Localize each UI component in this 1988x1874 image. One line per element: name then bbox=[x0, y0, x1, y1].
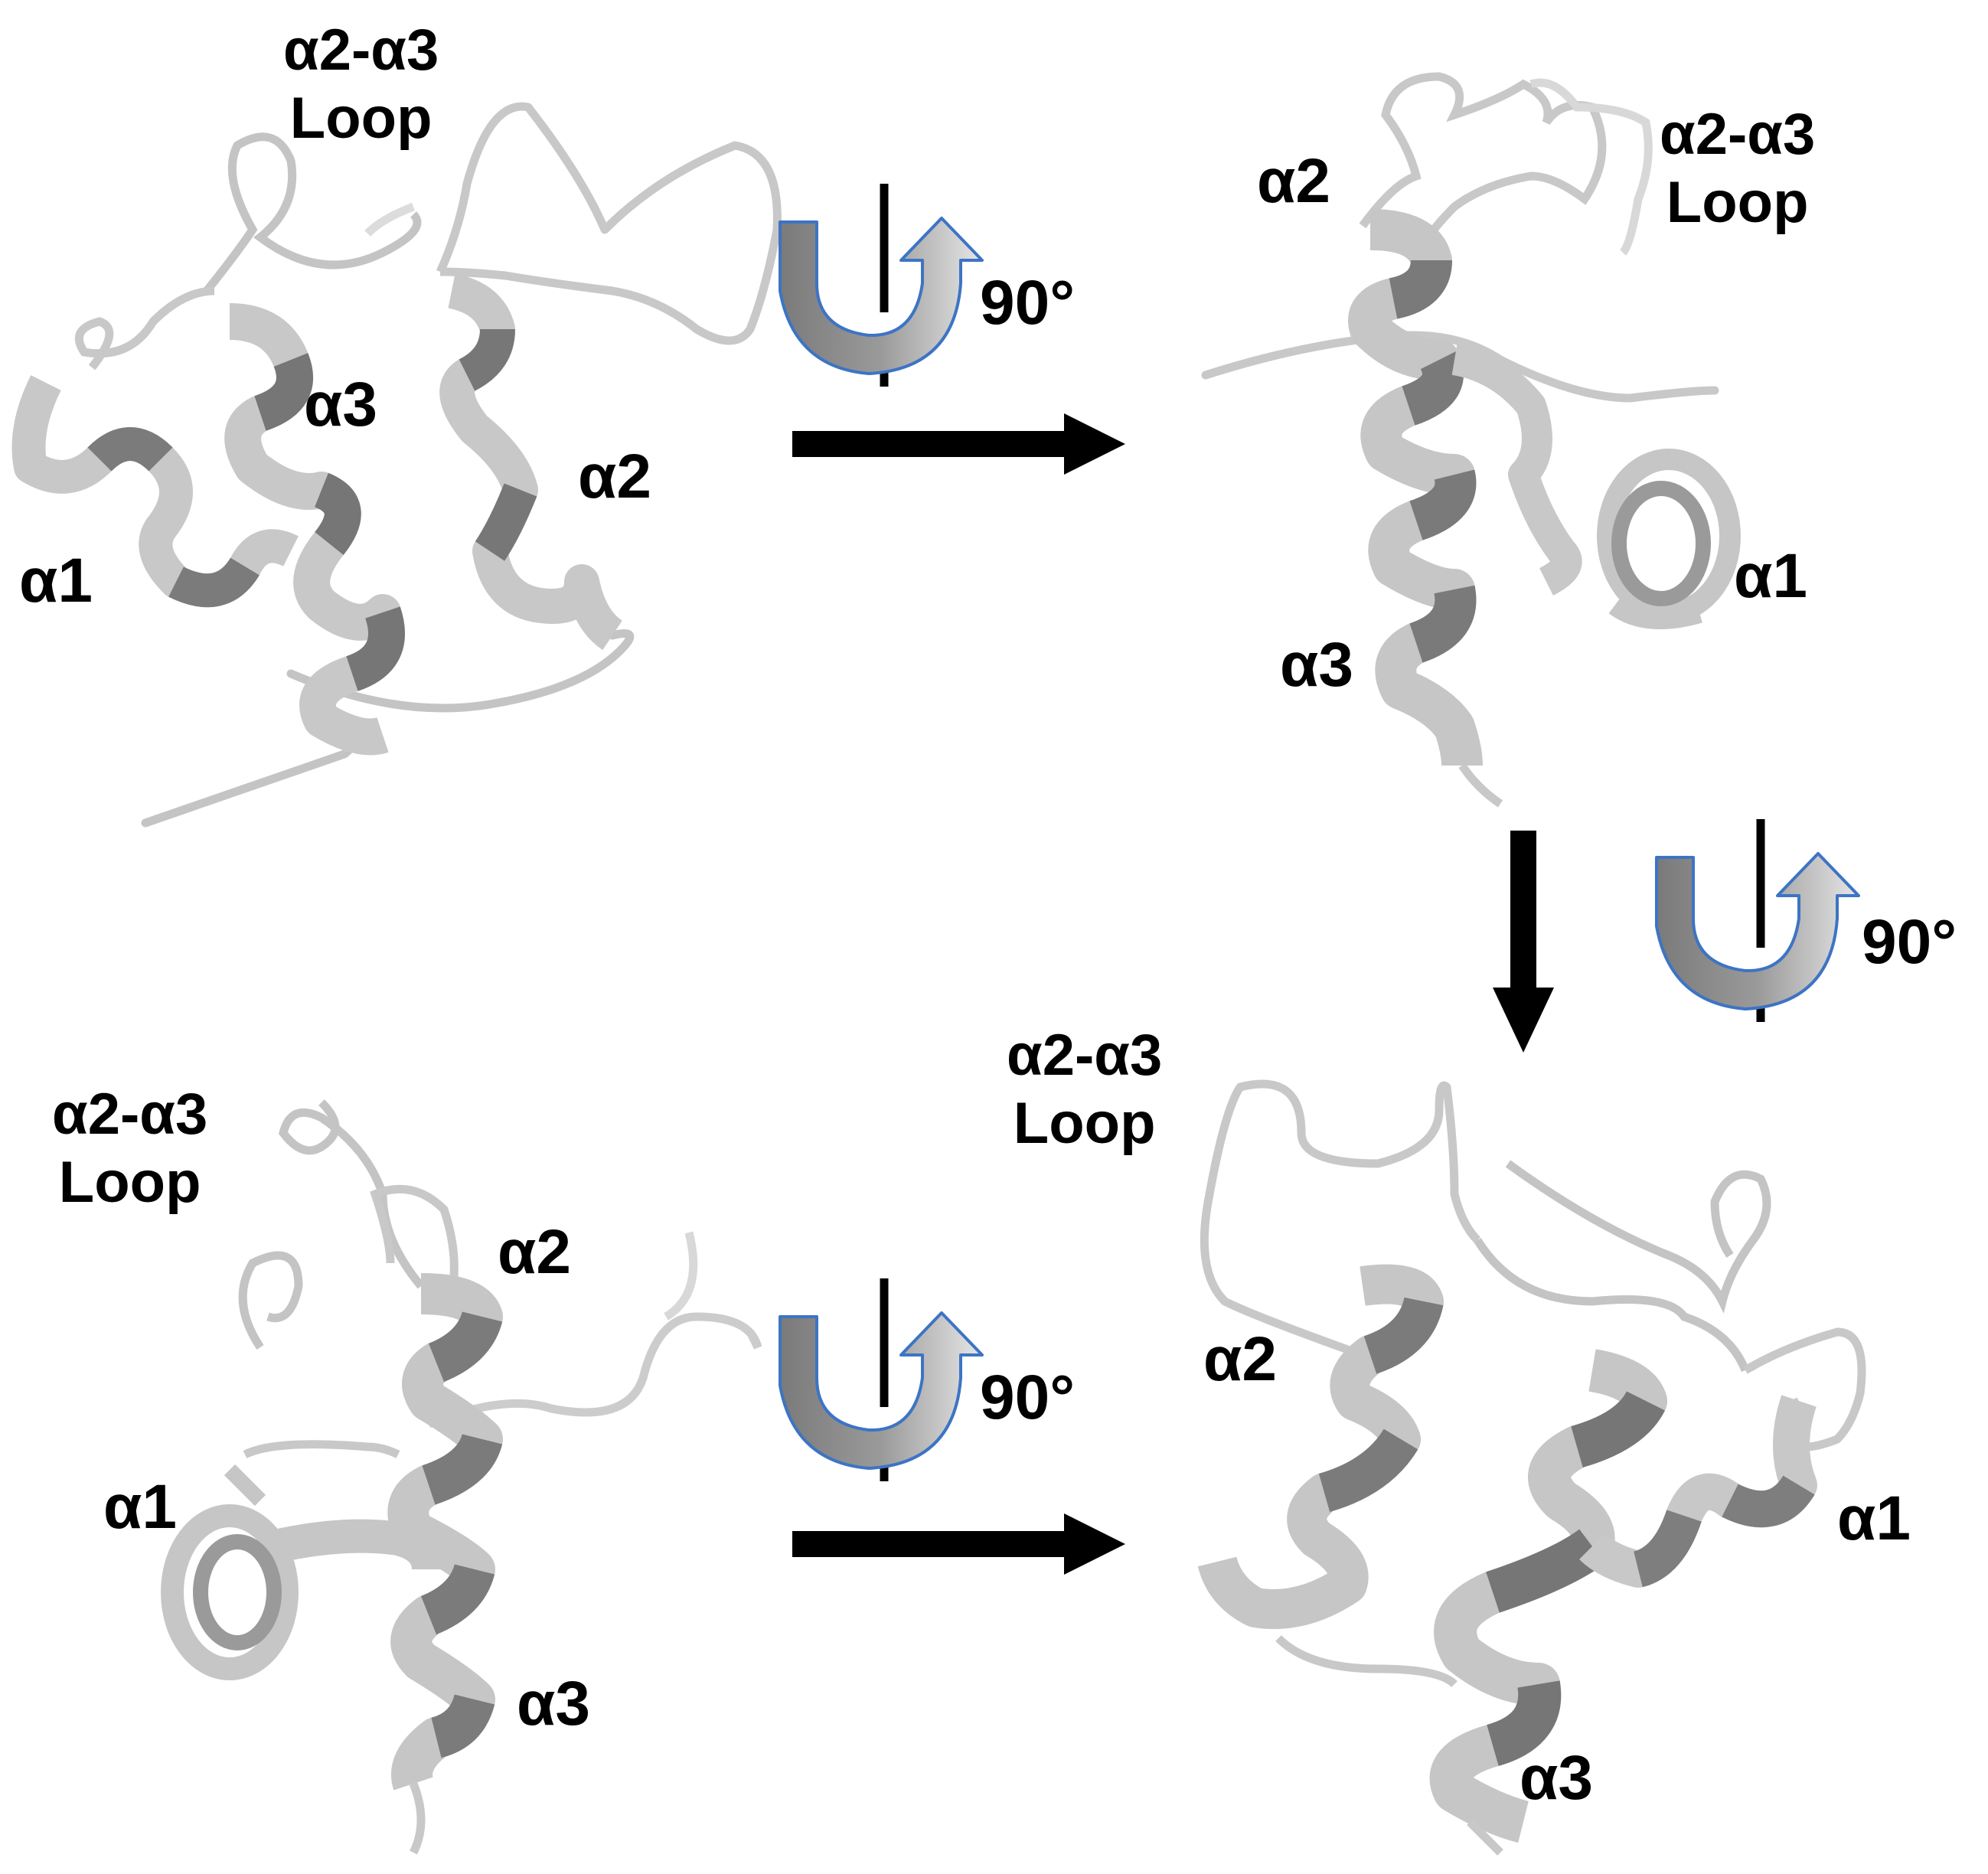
protein-structure-top-left bbox=[11, 102, 782, 828]
helix-label-a3: α3 bbox=[1520, 1743, 1594, 1813]
loop-label-bottom-left: α2-α3 Loop bbox=[52, 1081, 207, 1217]
loop-label-line2: Loop bbox=[58, 1149, 201, 1215]
helix-label-a3: α3 bbox=[517, 1669, 591, 1739]
loop-label-line1: α2-α3 bbox=[1660, 102, 1816, 167]
loop-label-top-right: α2-α3 Loop bbox=[1660, 101, 1815, 237]
helix-label-a2: α2 bbox=[1257, 146, 1331, 216]
rotation-arrow-icon bbox=[780, 184, 982, 387]
helix-label-a2: α2 bbox=[578, 442, 652, 511]
rotation-label-bottom: 90° bbox=[980, 1363, 1076, 1432]
protein-structure-bottom-right bbox=[1197, 1079, 1866, 1856]
rotation-arrow-icon bbox=[780, 1278, 982, 1481]
protein-structure-bottom-left bbox=[161, 1099, 762, 1855]
helix-label-a1: α1 bbox=[103, 1472, 178, 1542]
helix-label-a2: α2 bbox=[1203, 1324, 1278, 1394]
loop-label-top-left: α2-α3 Loop bbox=[283, 17, 439, 153]
loop-label-line2: Loop bbox=[1666, 169, 1809, 235]
rotation-label-right: 90° bbox=[1862, 907, 1957, 977]
down-arrow-icon bbox=[1493, 831, 1554, 1053]
protein-structure-top-right bbox=[1201, 72, 1741, 808]
helix-label-a2: α2 bbox=[498, 1217, 572, 1287]
helix-label-a3: α3 bbox=[304, 370, 378, 439]
helix-label-a3: α3 bbox=[1280, 630, 1354, 700]
loop-label-bottom-right: α2-α3 Loop bbox=[1007, 1022, 1162, 1158]
loop-label-line2: Loop bbox=[289, 85, 433, 151]
helix-label-a1: α1 bbox=[1837, 1484, 1911, 1553]
loop-label-line1: α2-α3 bbox=[1007, 1023, 1163, 1088]
rotation-arrow-icon bbox=[1657, 819, 1859, 1022]
rotation-label-top: 90° bbox=[980, 268, 1076, 338]
loop-label-line2: Loop bbox=[1013, 1090, 1156, 1156]
loop-label-line1: α2-α3 bbox=[52, 1082, 208, 1147]
loop-label-line1: α2-α3 bbox=[283, 18, 439, 83]
helix-label-a1: α1 bbox=[19, 546, 93, 615]
helix-label-a1: α1 bbox=[1734, 541, 1808, 611]
right-arrow-icon bbox=[792, 413, 1125, 475]
right-arrow-icon bbox=[792, 1513, 1125, 1575]
